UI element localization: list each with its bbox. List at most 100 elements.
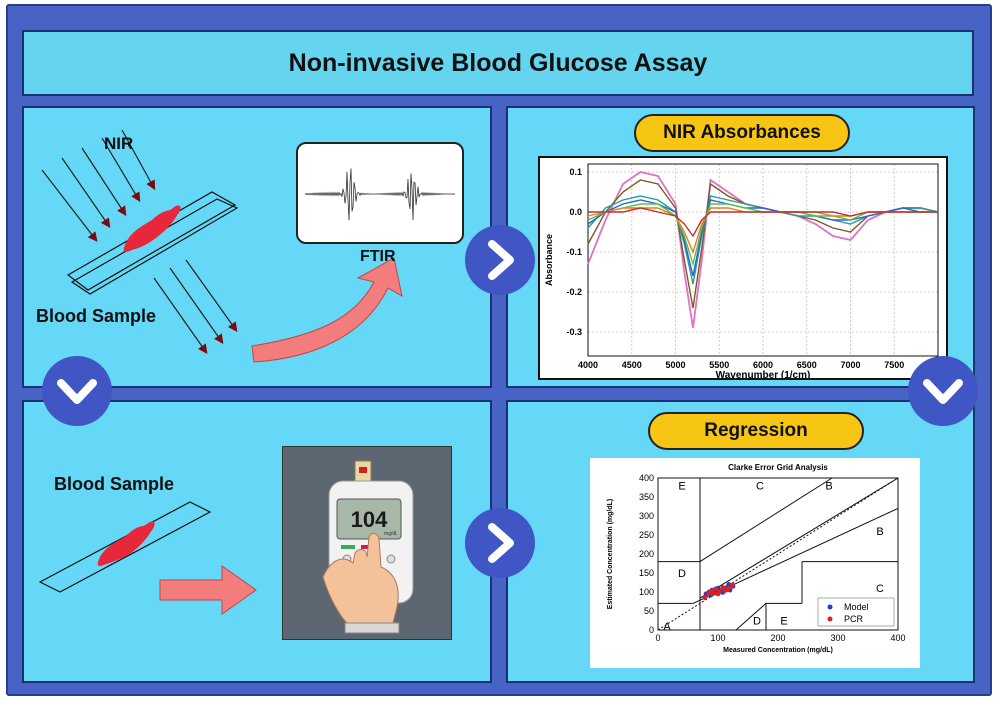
y-tick-label: -0.2	[566, 287, 582, 297]
zone-label-e: E	[678, 481, 685, 493]
x-tick-label: 0	[655, 633, 660, 643]
nir-absorbances-pill: NIR Absorbances	[634, 114, 850, 152]
ftir-label: FTIR	[360, 248, 396, 265]
x-tick-label: 100	[710, 633, 725, 643]
point-model	[726, 582, 732, 587]
zone-boundary-line	[699, 477, 899, 599]
point-pcr	[730, 582, 735, 588]
chevron-right-icon	[488, 240, 514, 280]
y-tick-label: 150	[639, 568, 654, 578]
x-tick-label: 5500	[709, 360, 729, 370]
y-axis-label: Absorbance	[544, 234, 554, 286]
x-tick-label: 6500	[797, 360, 817, 370]
panel-glucometer: Blood Sample 104 mg/dL	[22, 400, 492, 683]
y-tick-label: 0	[649, 625, 654, 635]
next-button-2[interactable]	[465, 508, 535, 578]
x-tick-label: 6000	[753, 360, 773, 370]
nir-label: NIR	[104, 134, 134, 153]
y-tick-label: 0.1	[569, 167, 582, 177]
nir-rays	[41, 129, 156, 242]
glucometer-drawing: 104 mg/dL	[322, 460, 414, 634]
plot-frame	[657, 477, 899, 631]
legend-marker-pcr	[827, 616, 833, 622]
point-pcr	[706, 590, 711, 596]
y-tick-label: 300	[639, 511, 654, 521]
x-tick-label: 7000	[840, 360, 860, 370]
next-button-1[interactable]	[465, 225, 535, 295]
y-tick-label: 100	[639, 587, 654, 597]
legend-box	[817, 597, 895, 627]
curved-arrow	[251, 257, 403, 363]
legend-marker-model	[827, 604, 833, 610]
y-tick-label: 350	[639, 492, 654, 502]
x-axis-label: Wavenumber (1/cm)	[716, 370, 811, 378]
point-pcr	[724, 587, 730, 593]
zone-label-c: C	[756, 481, 764, 493]
y-tick-label: 400	[639, 473, 654, 483]
spectrum-series-6	[588, 207, 938, 238]
zone-boundary-line	[699, 477, 833, 563]
panel-nir-absorbances: NIR Absorbances 4000 4500 5000 5500 6000 6500…	[506, 106, 975, 388]
point-pcr	[709, 588, 715, 594]
glucometer-illustration	[38, 501, 257, 615]
y-tick-label: -0.1	[566, 247, 582, 257]
title-bar: Non-invasive Blood Glucose Assay	[22, 30, 974, 96]
zone-label-b: B	[876, 526, 883, 538]
y-tick-label: 50	[644, 606, 654, 616]
legend-label-pcr: PCR	[844, 614, 864, 624]
blood-sample-label: Blood Sample	[36, 306, 157, 326]
chart-title: Clarke Error Grid Analysis	[728, 463, 828, 472]
y-tick-label: 200	[639, 549, 654, 559]
absorbance-chart: 400045005000550060006500700075008000.10.…	[544, 163, 946, 381]
chevron-down-icon	[923, 379, 963, 404]
zone-label-d: D	[753, 616, 761, 628]
page-title: Non-invasive Blood Glucose Assay	[288, 48, 708, 77]
point-pcr	[702, 595, 708, 601]
absorbance-chart-box: 400045005000550060006500700075008000.10.…	[538, 156, 948, 381]
glucometer-photo: 104 mg/dL	[282, 446, 452, 640]
y-tick-label: 250	[639, 530, 654, 540]
plot-frame	[587, 163, 939, 357]
x-tick-label: 200	[770, 633, 785, 643]
legend-label-model: Model	[844, 602, 869, 612]
regression-pill: Regression	[648, 412, 864, 450]
x-tick-label: 400	[890, 633, 905, 643]
x-tick-label: 4000	[578, 360, 598, 370]
blood-sample-label-2: Blood Sample	[54, 474, 175, 494]
down-button-2[interactable]	[908, 356, 978, 426]
interferogram-trace	[304, 168, 456, 221]
transmitted-rays	[153, 259, 238, 354]
x-tick-label: 300	[830, 633, 845, 643]
down-button-1[interactable]	[42, 356, 112, 426]
zone-boundary-line	[735, 603, 767, 631]
right-arrow	[159, 565, 257, 615]
zone-label-b: B	[825, 481, 832, 493]
meter-unit: mg/dL	[384, 531, 398, 537]
y-tick-label: 0.0	[569, 207, 582, 217]
interferogram-line	[304, 168, 456, 221]
x-tick-label: 5000	[665, 360, 685, 370]
chevron-right-icon	[488, 523, 514, 563]
y-tick-label: -0.3	[566, 327, 582, 337]
x-tick-label: 4500	[622, 360, 642, 370]
chevron-down-icon	[57, 379, 97, 404]
ftir-interferogram-box	[296, 142, 464, 244]
nir-ftir-illustration	[41, 129, 403, 363]
zone-label-c: C	[876, 583, 884, 595]
y-axis-label: Estimated Concentration (mg/dL)	[607, 499, 614, 609]
zone-label-d: D	[678, 568, 686, 580]
blood-sample-blob	[123, 205, 181, 252]
x-tick-label: 7500	[884, 360, 904, 370]
panel-nir-ftir: NIR Blood Sample FTIR	[22, 106, 492, 388]
blood-sample-blob-2	[97, 521, 155, 566]
glass-slide	[66, 191, 239, 295]
x-axis-label: Measured Concentration (mg/dL)	[723, 647, 833, 654]
identity-line	[657, 477, 899, 631]
zone-label-e: E	[780, 616, 787, 628]
zone-label-a: A	[663, 621, 671, 633]
point-pcr	[715, 591, 721, 597]
point-pcr	[713, 586, 718, 592]
